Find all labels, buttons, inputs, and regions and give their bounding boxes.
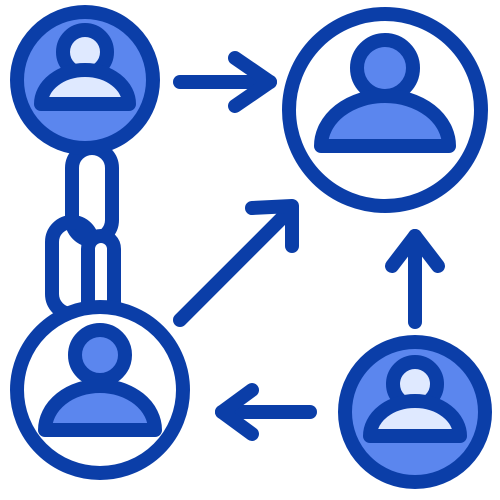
person-top-right-icon bbox=[282, 7, 488, 213]
person-bottom-right-icon bbox=[338, 335, 492, 489]
arrow-right-icon bbox=[173, 51, 277, 113]
chain-link-icon bbox=[45, 141, 121, 323]
person-bottom-left-icon bbox=[10, 300, 190, 480]
person-top-left-icon bbox=[10, 5, 160, 155]
arrow-diagonal-icon bbox=[173, 199, 299, 327]
arrow-left-icon bbox=[215, 383, 317, 441]
arrow-up-icon bbox=[385, 229, 445, 329]
